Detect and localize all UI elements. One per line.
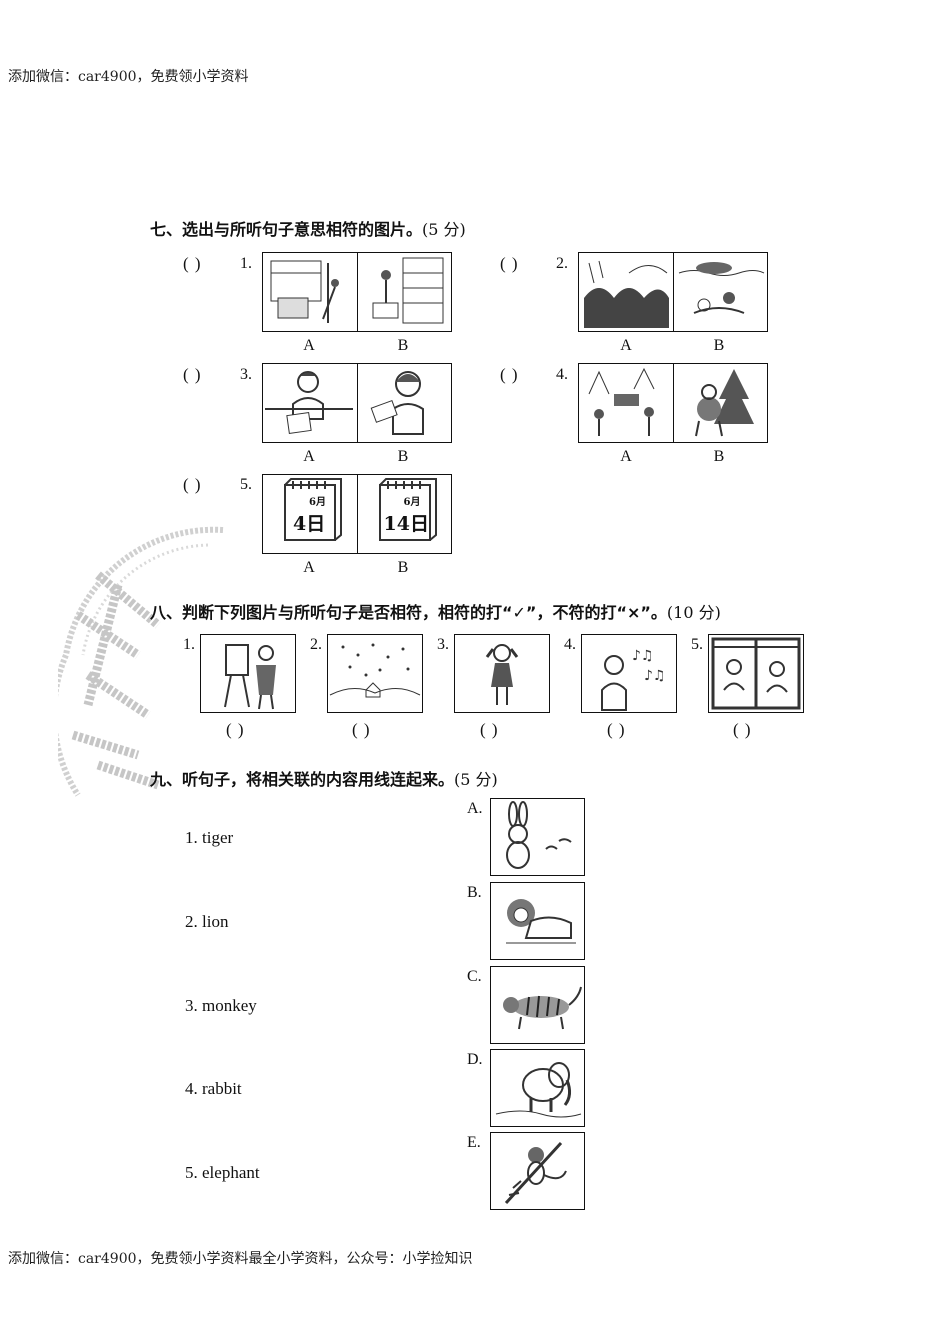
tiger-icon[interactable]: [490, 966, 585, 1044]
item-number: 1.: [240, 255, 252, 272]
option-b-label: B: [397, 337, 409, 354]
item-number: 2.: [310, 636, 322, 653]
option-b-label: B: [397, 448, 409, 465]
option-letter: C.: [467, 968, 482, 985]
girl-letter-icon[interactable]: [356, 364, 452, 442]
word-item[interactable]: 3. monkey: [185, 996, 257, 1015]
section7-points: (5 分): [422, 220, 466, 239]
calendar-icon[interactable]: 6月 14日: [356, 475, 452, 553]
answer-blank[interactable]: ( ): [500, 254, 519, 273]
seal-stamp-icon: [58, 505, 228, 805]
answer-blank[interactable]: ( ): [500, 365, 519, 384]
monkey-icon[interactable]: [490, 1132, 585, 1210]
answer-blank[interactable]: ( ): [607, 720, 626, 739]
shop-icon[interactable]: [356, 253, 452, 331]
window-kids-icon[interactable]: [708, 634, 804, 713]
lion-icon[interactable]: [490, 882, 585, 960]
word-item[interactable]: 5. elephant: [185, 1163, 260, 1182]
calendar-day: 4日: [293, 513, 326, 535]
word-item[interactable]: 4. rabbit: [185, 1079, 242, 1098]
snow-icon[interactable]: [327, 634, 423, 713]
item-number: 4.: [564, 636, 576, 653]
section8-points: (10 分): [666, 603, 721, 622]
option-a-label: A: [620, 448, 632, 465]
svg-text:♪♫: ♪♫: [632, 648, 654, 664]
park-icon[interactable]: [579, 364, 673, 442]
option-b-label: B: [713, 448, 725, 465]
answer-blank[interactable]: ( ): [226, 720, 245, 739]
answer-blank[interactable]: ( ): [480, 720, 499, 739]
section9-title: 九、听句子，将相关联的内容用线连起来。(5 分): [150, 766, 498, 790]
calendar-month: 6月: [309, 497, 326, 508]
swimming-icon[interactable]: [672, 253, 768, 331]
picture-pair: [578, 363, 768, 443]
item-number: 2.: [556, 255, 568, 272]
girl-icon[interactable]: [454, 634, 550, 713]
option-b-label: B: [397, 559, 409, 576]
item-number: 5.: [240, 476, 252, 493]
calendar-day: 14日: [383, 513, 429, 535]
picture-pair: 6月 4日 6月 14日: [262, 474, 452, 554]
item-number: 3.: [240, 366, 252, 383]
answer-blank[interactable]: ( ): [183, 475, 202, 494]
garden-icon[interactable]: [579, 253, 673, 331]
painting-icon[interactable]: [200, 634, 296, 713]
picture-pair: [262, 363, 452, 443]
singing-boy-icon[interactable]: ♪♫ ♪♫: [581, 634, 677, 713]
item-number: 4.: [556, 366, 568, 383]
option-a-label: A: [303, 448, 315, 465]
option-b-label: B: [713, 337, 725, 354]
christmas-icon[interactable]: [672, 364, 768, 442]
elephant-icon[interactable]: [490, 1049, 585, 1127]
option-letter: B.: [467, 884, 482, 901]
option-letter: E.: [467, 1134, 481, 1151]
section8-title: 八、判断下列图片与所听句子是否相符，相符的打“✓”，不符的打“×”。(10 分): [150, 599, 721, 623]
option-a-label: A: [620, 337, 632, 354]
picture-pair: [262, 252, 452, 332]
option-letter: A.: [467, 800, 483, 817]
item-number: 1.: [183, 636, 195, 653]
item-number: 5.: [691, 636, 703, 653]
section9-title-text: 九、听句子，将相关联的内容用线连起来。: [150, 770, 455, 789]
word-item[interactable]: 1. tiger: [185, 828, 234, 847]
item-number: 3.: [437, 636, 449, 653]
watermark-bottom: 添加微信：car4900，免费领小学资料最全小学资料，公众号：小学捡知识: [8, 1251, 473, 1267]
section7-title-text: 七、选出与所听句子意思相符的图片。: [150, 220, 423, 239]
answer-blank[interactable]: ( ): [183, 254, 202, 273]
option-a-label: A: [303, 559, 315, 576]
room-icon[interactable]: [263, 253, 357, 331]
svg-text:♪♫: ♪♫: [644, 668, 666, 684]
section7-title: 七、选出与所听句子意思相符的图片。(5 分): [150, 216, 466, 240]
section8-title-text: 八、判断下列图片与所听句子是否相符，相符的打“✓”，不符的打“×”。: [150, 603, 667, 622]
writing-boy-icon[interactable]: [263, 364, 357, 442]
rabbit-icon[interactable]: [490, 798, 585, 876]
watermark-top: 添加微信：car4900，免费领小学资料: [8, 69, 249, 85]
calendar-month: 6月: [403, 497, 421, 508]
calendar-icon[interactable]: 6月 4日: [263, 475, 357, 553]
option-a-label: A: [303, 337, 315, 354]
answer-blank[interactable]: ( ): [352, 720, 371, 739]
option-letter: D.: [467, 1051, 483, 1068]
answer-blank[interactable]: ( ): [733, 720, 752, 739]
picture-pair: [578, 252, 768, 332]
section9-points: (5 分): [454, 770, 498, 789]
answer-blank[interactable]: ( ): [183, 365, 202, 384]
word-item[interactable]: 2. lion: [185, 912, 229, 931]
